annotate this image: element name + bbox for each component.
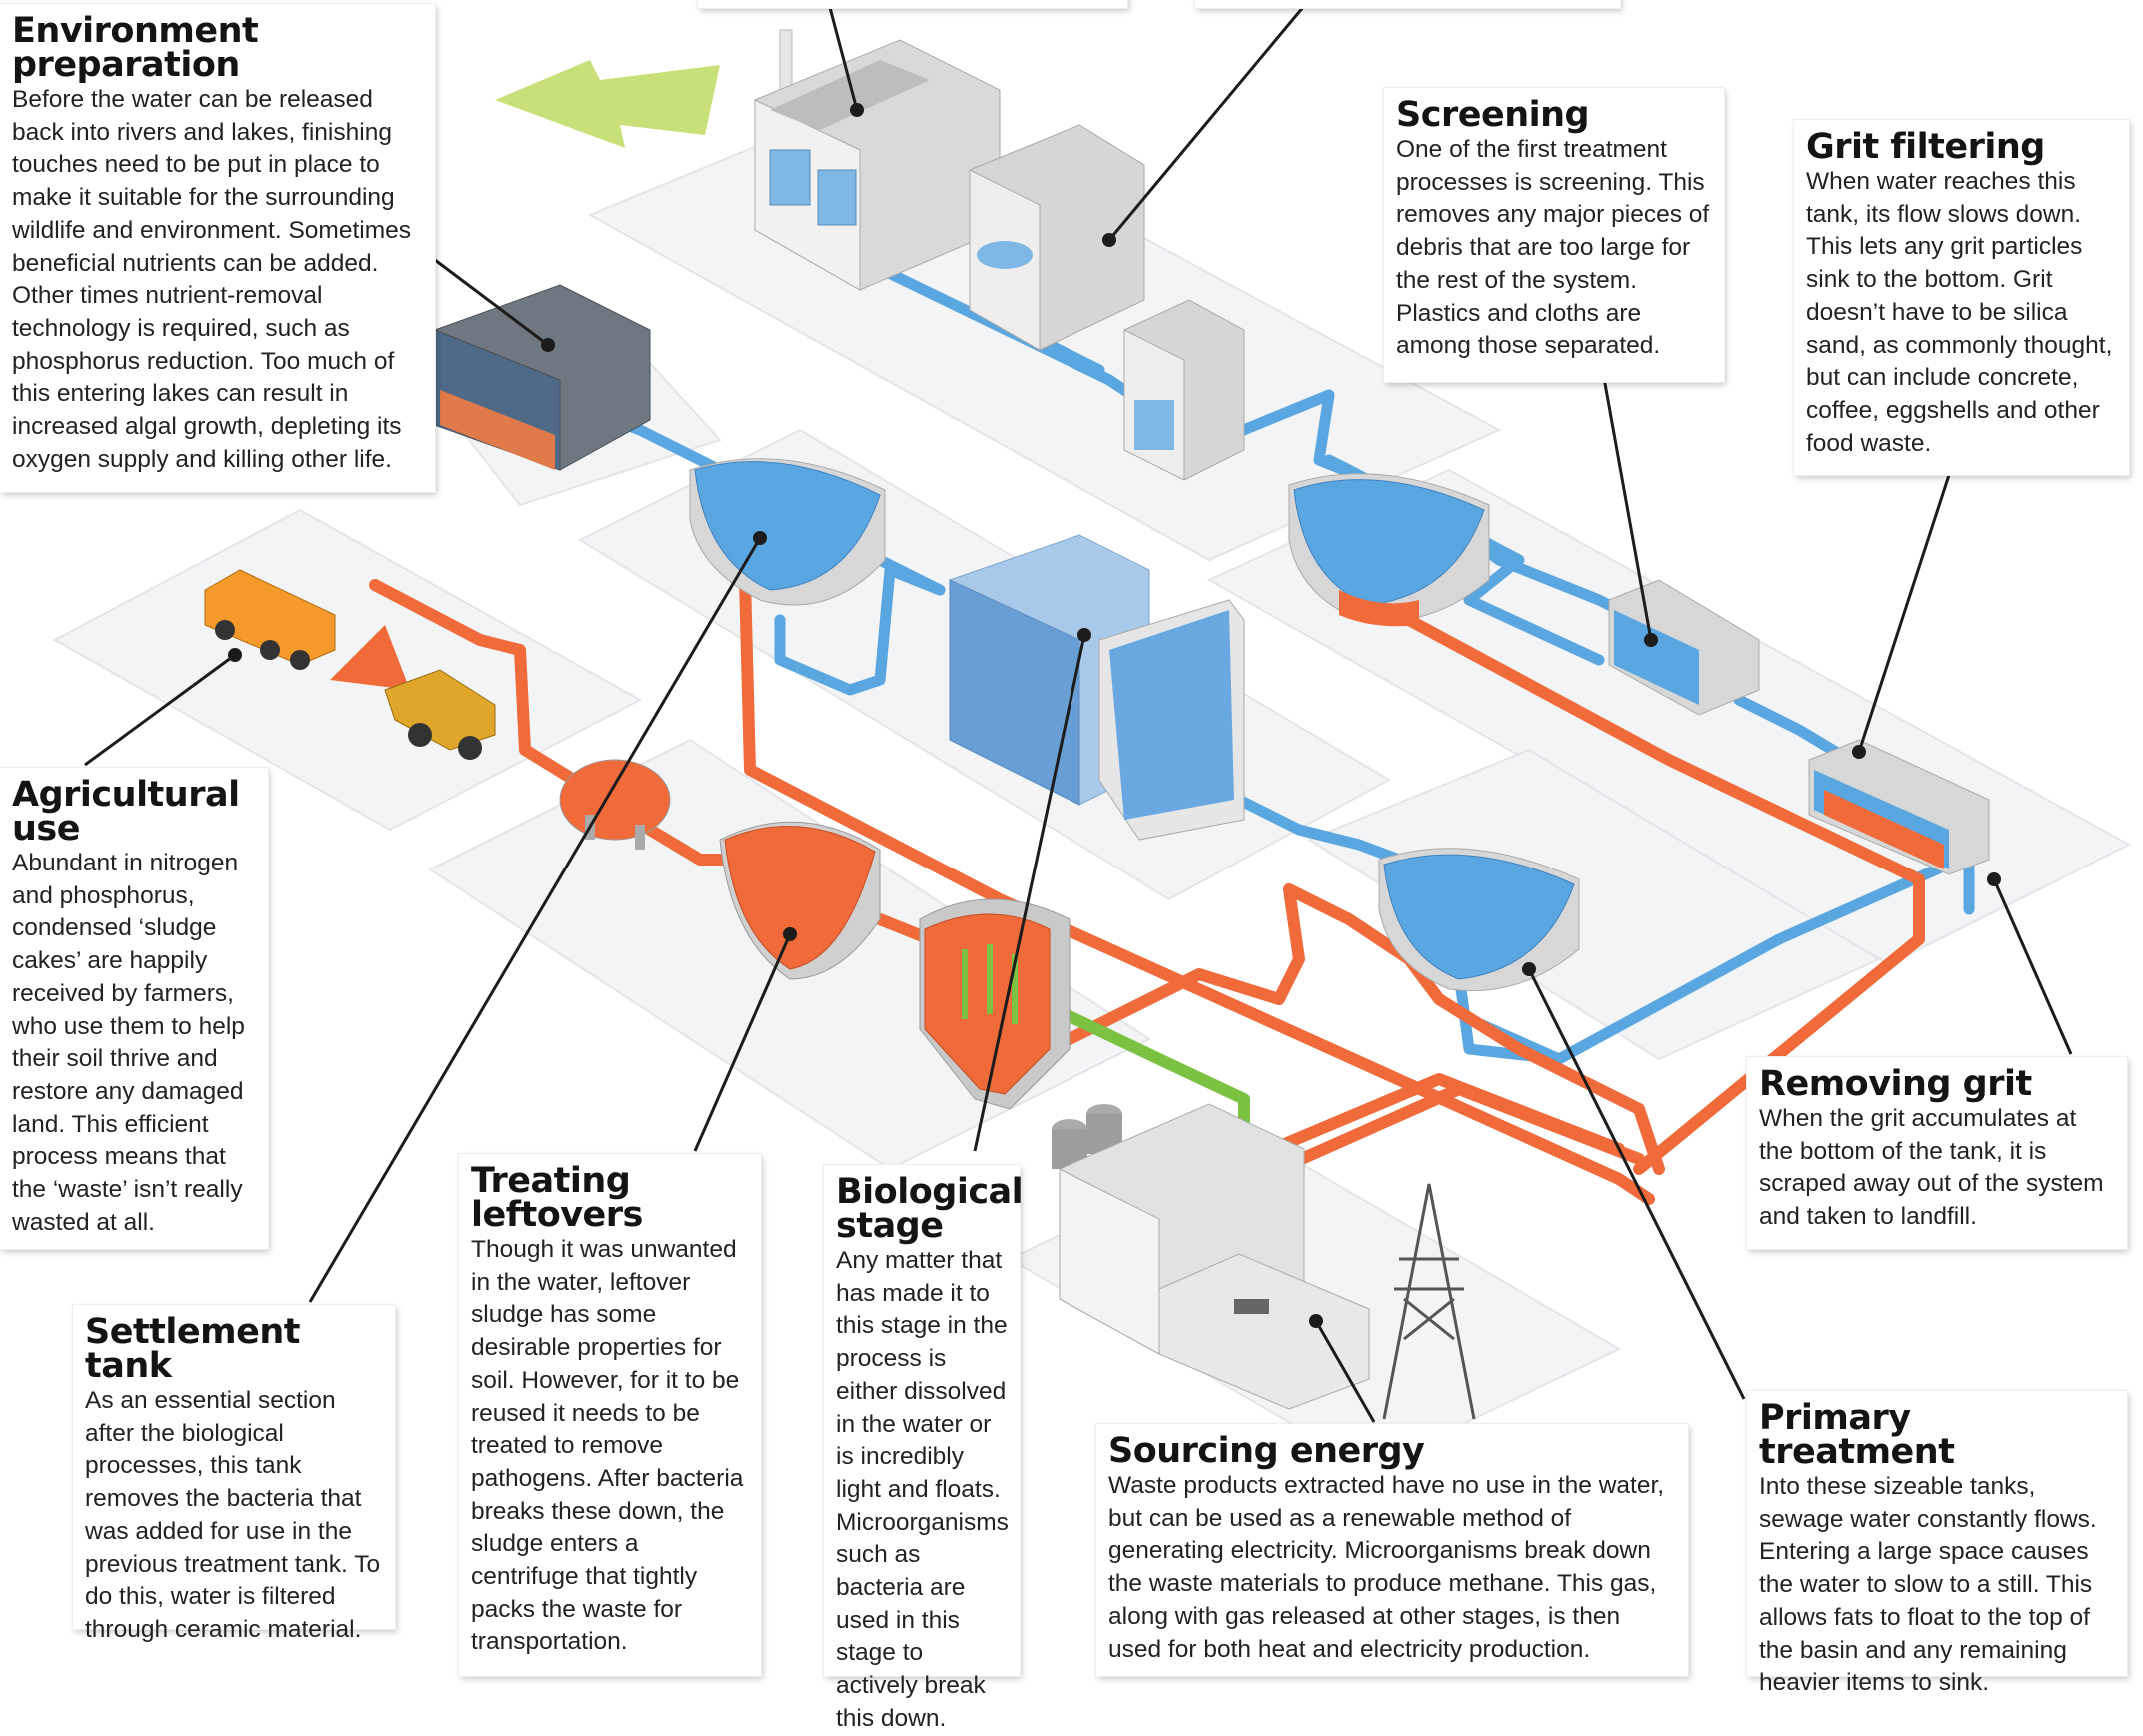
sludge-pile <box>330 625 410 690</box>
screening-building <box>754 29 1001 291</box>
leader-lines <box>84 0 2073 1423</box>
biological-tank <box>949 534 1245 841</box>
grit-channel <box>1808 739 1990 875</box>
callout-body: Waste products extracted have no use in … <box>1108 1472 1665 1663</box>
settlement-tank <box>689 458 886 606</box>
grit-round-tank <box>1288 473 1490 627</box>
callout-body: Abundant in nitrogen and phosphorus, con… <box>12 850 245 1236</box>
callout-title: Sourcing energy <box>1108 1431 1425 1471</box>
callout-removing-grit: Removing grit When the grit accumulates … <box>1747 1057 2127 1249</box>
callout-body: When water reaches this tank, its flow s… <box>1806 168 2113 457</box>
filter-house <box>969 124 1145 351</box>
inflow-arrow <box>495 60 720 148</box>
callout-title: Environment preparation <box>12 11 259 85</box>
callout-grit-filtering: Grit filtering When water reaches this t… <box>1794 120 2129 475</box>
callout-title: Agricultural use <box>12 775 240 849</box>
callout-body: As an essential section after the biolog… <box>85 1387 381 1643</box>
digester <box>919 898 1071 1110</box>
power-plant <box>1052 1103 1370 1410</box>
callout-agricultural-use: Agricultural use Abundant in nitrogen an… <box>0 768 268 1249</box>
pump-house <box>1123 299 1245 481</box>
callout-body: One of the first treatment processes is … <box>1396 136 1710 360</box>
callout-settlement-tank: Settlement tank As an essential section … <box>73 1305 395 1643</box>
callout-environment-preparation: Environment preparation Before the water… <box>0 4 435 492</box>
callout-screening: Screening One of the first treatment pro… <box>1384 88 1724 382</box>
primary-tank <box>1378 848 1580 992</box>
callout-title: Grit filtering <box>1806 127 2045 167</box>
callout-primary-treatment: Primary treatment Into these sizeable ta… <box>1747 1391 2127 1696</box>
callout-title: Primary treatment <box>1759 1398 1955 1472</box>
pylon <box>1382 1183 1476 1420</box>
callout-biological-stage: Biological stage Any matter that has mad… <box>824 1165 1024 1732</box>
callout-body: Any matter that has made it to this stag… <box>836 1247 1009 1732</box>
callout-title: Settlement tank <box>85 1312 301 1386</box>
nutrient-filter <box>434 284 651 471</box>
cropped-callout-right <box>1195 0 1620 8</box>
treatment-plant-illustration <box>52 0 2132 1471</box>
callout-body: Though it was unwanted in the water, lef… <box>471 1236 744 1656</box>
callout-body: When the grit accumulates at the bottom … <box>1759 1105 2104 1231</box>
truck <box>204 569 336 670</box>
callout-title: Treating leftovers <box>471 1161 643 1235</box>
gas-pipe <box>1052 1003 1250 1129</box>
callout-title: Screening <box>1396 95 1590 135</box>
callout-treating-leftovers: Treating leftovers Though it was unwante… <box>459 1154 761 1676</box>
callout-sourcing-energy: Sourcing energy Waste products extracted… <box>1096 1424 1688 1676</box>
callout-title: Biological stage <box>836 1172 1024 1246</box>
platform-primary <box>1306 748 1882 1061</box>
cropped-callout-left <box>698 0 1127 8</box>
loader <box>384 669 496 760</box>
callout-body: Before the water can be released back in… <box>12 86 411 473</box>
sludge-thickener <box>719 821 881 980</box>
callout-title: Removing grit <box>1759 1064 2032 1104</box>
leader-dots <box>228 103 2001 1328</box>
callout-body: Into these sizeable tanks, sewage water … <box>1759 1473 2097 1697</box>
